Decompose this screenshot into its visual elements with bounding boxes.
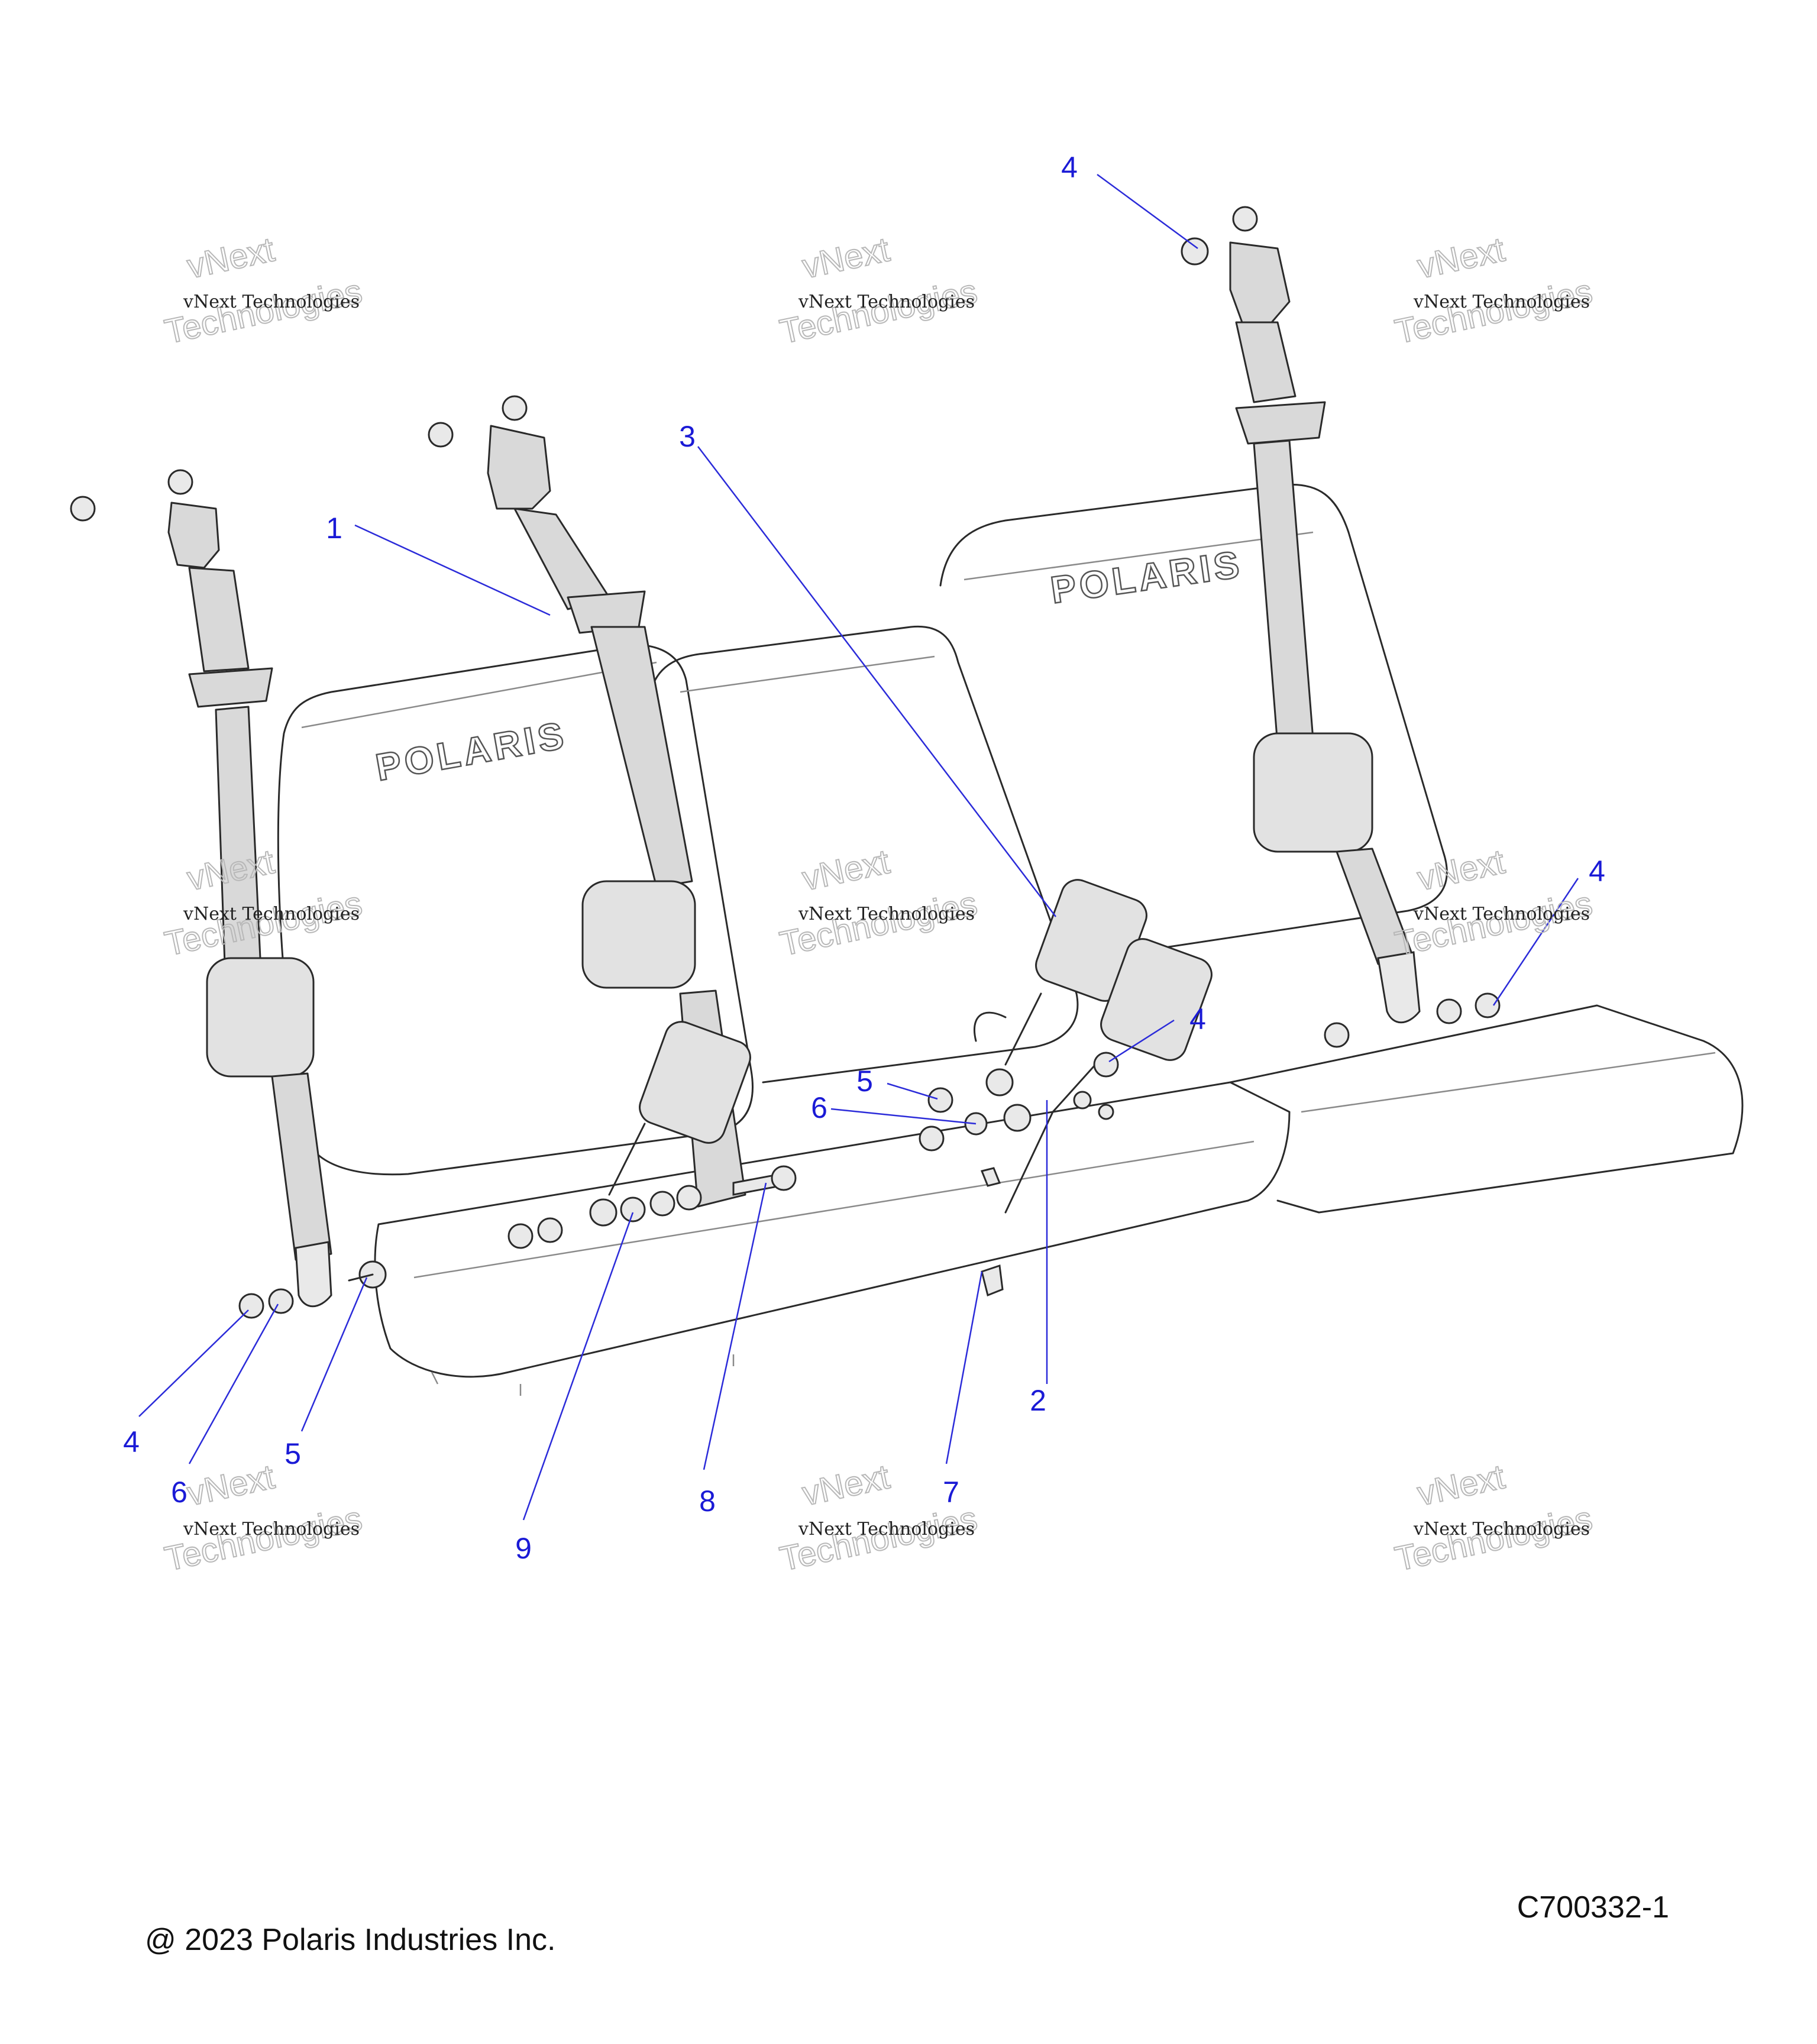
polaris-logo-right: POLARIS xyxy=(1048,542,1245,612)
svg-text:vNext: vNext xyxy=(799,230,893,286)
callout-5-left: 5 xyxy=(284,1437,301,1470)
svg-text:vNext: vNext xyxy=(799,842,893,898)
hardware xyxy=(238,992,1501,1319)
svg-text:vNext: vNext xyxy=(1414,230,1508,286)
callout-4-left: 4 xyxy=(123,1425,140,1458)
watermark-r2c3: vNext Technologies vNext Technologies xyxy=(1391,842,1596,964)
svg-text:vNext Technologies: vNext Technologies xyxy=(798,904,975,924)
svg-text:vNext Technologies: vNext Technologies xyxy=(798,292,975,312)
watermark-r3c3: vNext Technologies vNext Technologies xyxy=(1391,1457,1596,1579)
watermark-r3c1: vNext Technologies vNext Technologies xyxy=(161,1457,366,1579)
callout-1: 1 xyxy=(326,512,342,545)
buckle-2 xyxy=(1100,938,1213,1061)
watermark-r1c1: vNext Technologies vNext Technologies xyxy=(161,229,366,352)
watermark-r2c2: vNext Technologies vNext Technologies xyxy=(776,842,981,964)
right-outboard-seat-belt xyxy=(1181,206,1421,1024)
center-left-seat-belt xyxy=(428,395,751,1227)
callout-4-top: 4 xyxy=(1061,151,1078,184)
buckle-9 xyxy=(639,1021,751,1144)
svg-text:vNext: vNext xyxy=(184,1457,278,1513)
callout-4-right: 4 xyxy=(1589,855,1605,888)
callout-leaders xyxy=(138,173,1579,1521)
left-outboard-seat-belt xyxy=(70,469,332,1308)
svg-text:vNext: vNext xyxy=(184,230,278,286)
svg-text:vNext Technologies: vNext Technologies xyxy=(1413,1519,1590,1540)
callout-5-center: 5 xyxy=(856,1065,873,1098)
center-buckles xyxy=(973,879,1213,1297)
watermark-r3c2: vNext Technologies vNext Technologies xyxy=(776,1457,981,1579)
svg-text:vNext Technologies: vNext Technologies xyxy=(798,1519,975,1540)
drawing-number: C700332-1 xyxy=(1517,1890,1669,1925)
callout-6-center: 6 xyxy=(811,1091,827,1124)
svg-text:vNext: vNext xyxy=(1414,1457,1508,1513)
svg-text:vNext: vNext xyxy=(1414,842,1508,898)
svg-text:vNext Technologies: vNext Technologies xyxy=(183,904,360,924)
svg-text:vNext Technologies: vNext Technologies xyxy=(1413,904,1590,924)
right-retractor xyxy=(1253,732,1373,853)
copyright-notice: @ 2023 Polaris Industries Inc. xyxy=(145,1923,556,1957)
callout-8: 8 xyxy=(699,1485,716,1518)
polaris-logo-left: POLARIS xyxy=(373,713,570,789)
svg-text:vNext: vNext xyxy=(799,1457,893,1513)
center-left-retractor xyxy=(581,880,696,989)
watermark-r1c3: vNext Technologies vNext Technologies xyxy=(1391,229,1596,352)
callout-numbers: 1 2 3 4 4 4 4 5 5 6 6 7 8 9 xyxy=(123,151,1605,1565)
svg-text:vNext Technologies: vNext Technologies xyxy=(1413,292,1590,312)
left-retractor xyxy=(206,957,315,1078)
svg-text:vNext Technologies: vNext Technologies xyxy=(183,1519,360,1540)
seat-bench: POLARIS POLARIS xyxy=(277,483,1744,1396)
callout-3: 3 xyxy=(679,420,696,453)
callout-6-left: 6 xyxy=(171,1476,187,1509)
svg-text:vNext Technologies: vNext Technologies xyxy=(183,292,360,312)
callout-9: 9 xyxy=(515,1532,532,1565)
svg-text:vNext: vNext xyxy=(184,842,278,898)
watermark-r1c2: vNext Technologies vNext Technologies xyxy=(776,229,981,352)
callout-4-center: 4 xyxy=(1189,1002,1206,1036)
callout-7: 7 xyxy=(943,1476,959,1509)
callout-2: 2 xyxy=(1030,1384,1046,1417)
